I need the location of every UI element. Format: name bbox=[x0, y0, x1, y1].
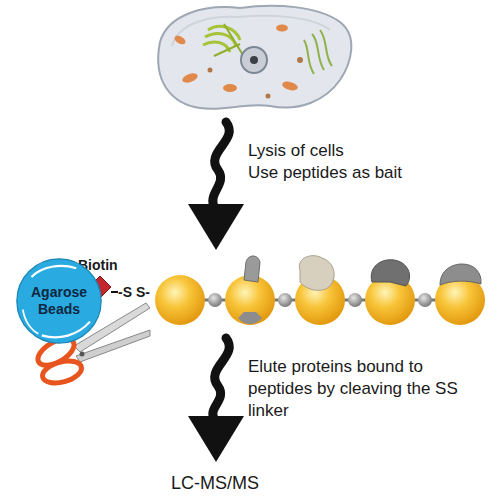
bound-proteins bbox=[238, 256, 481, 324]
agarose-bead: Agarose Beads bbox=[16, 258, 102, 344]
cell-illustration bbox=[158, 6, 351, 109]
disulfide-label: -S S- bbox=[118, 281, 168, 303]
linker bbox=[111, 291, 118, 293]
step-label: Elute proteins bound to peptides by clea… bbox=[248, 356, 470, 422]
step-label: Use peptides as bait bbox=[248, 162, 478, 184]
wavy-arrow bbox=[188, 338, 244, 462]
bead-label: Agarose Beads bbox=[27, 284, 91, 318]
step-label: Lysis of cells bbox=[248, 140, 478, 162]
method-label: LC-MS/MS bbox=[150, 472, 280, 494]
wavy-arrow bbox=[188, 122, 244, 250]
